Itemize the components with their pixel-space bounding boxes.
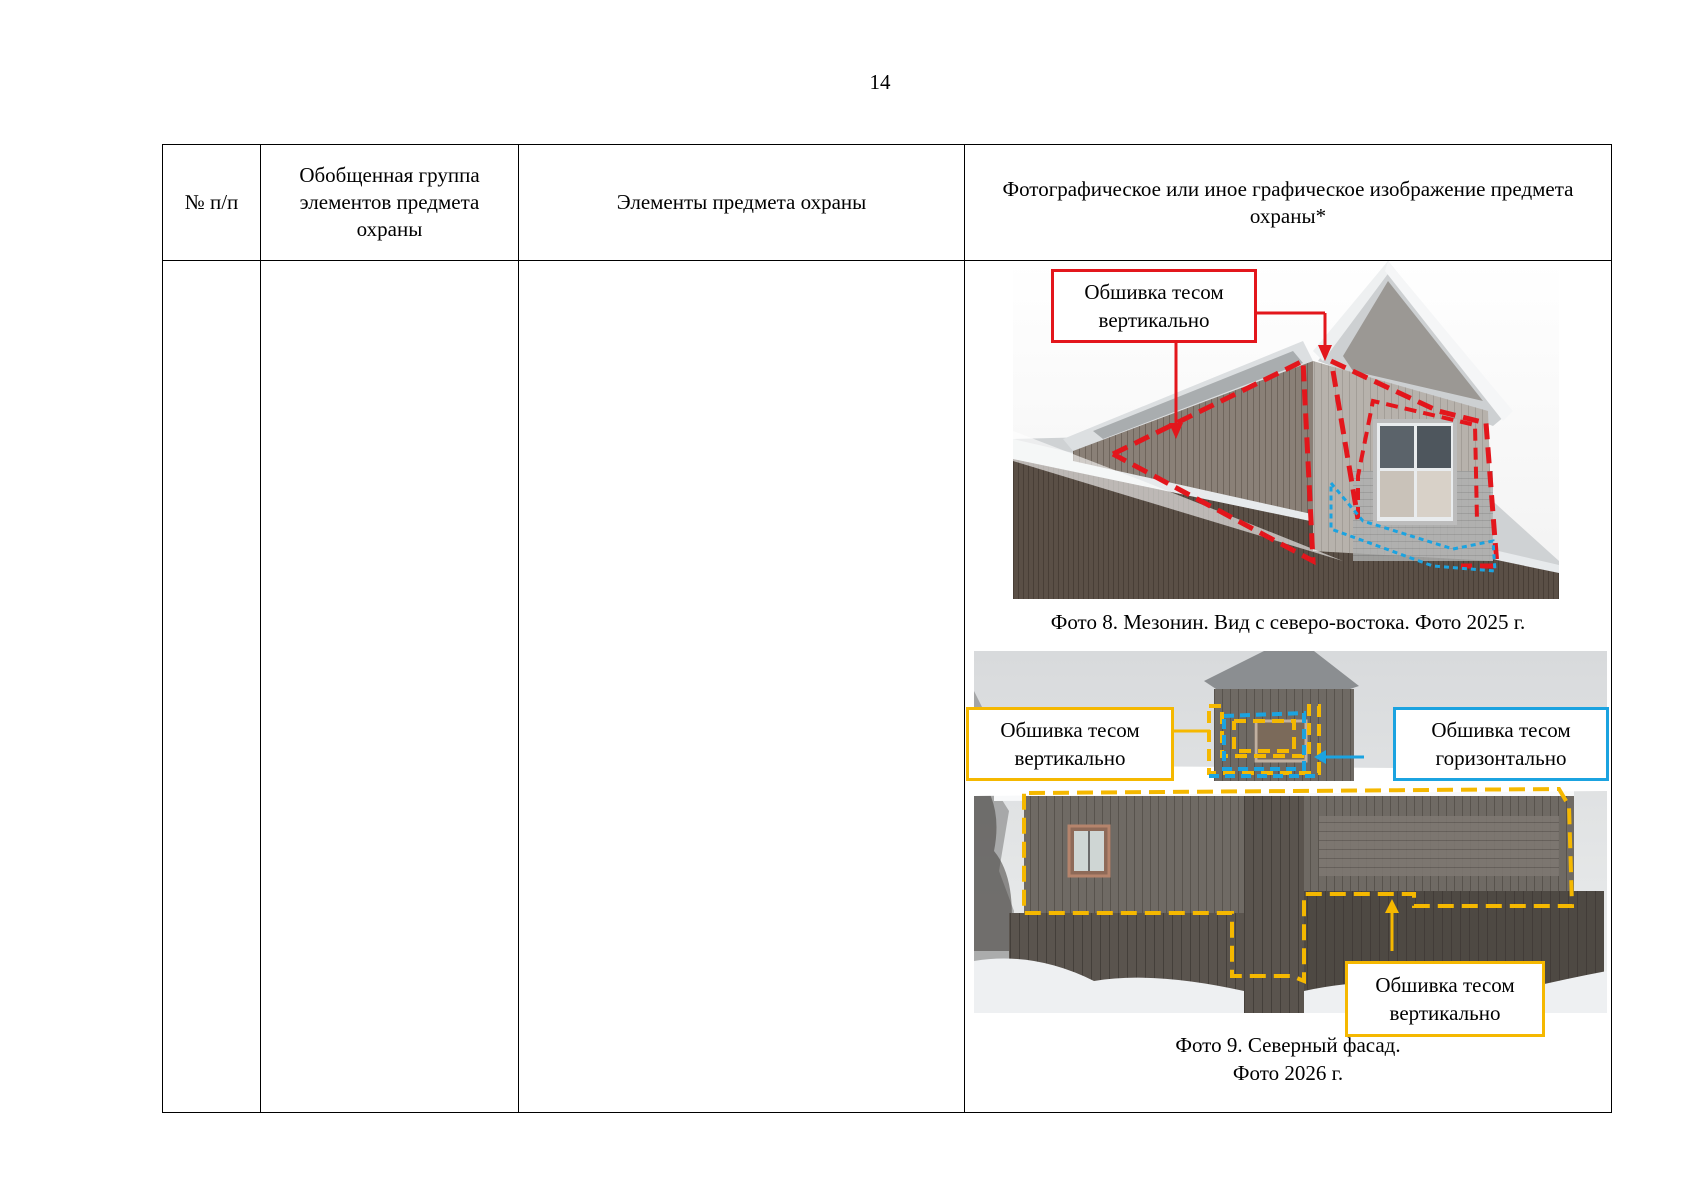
- label-vertical-cladding-red: Обшивка тесом вертикально: [1051, 269, 1257, 343]
- header-number: № п/п: [162, 144, 261, 261]
- header-elements: Элементы предмета охраны: [518, 144, 965, 261]
- label-line: Обшивка тесом: [1084, 280, 1224, 304]
- cell-group: [260, 260, 519, 1113]
- photo-8-mezzanine: [1013, 261, 1559, 599]
- photo-9-caption: Фото 9. Северный фасад. Фото 2026 г.: [963, 1031, 1613, 1087]
- label-line: вертикально: [1098, 308, 1210, 332]
- cell-number: [162, 260, 261, 1113]
- header-group: Обобщенная группа элементов предмета охр…: [260, 144, 519, 261]
- label-vertical-cladding-yellow-bottom: Обшивка тесом вертикально: [1345, 961, 1545, 1037]
- caption-line: Фото 9. Северный фасад.: [1175, 1033, 1401, 1057]
- label-horizontal-cladding-blue: Обшивка тесом горизонтально: [1393, 707, 1609, 781]
- table-row: Обшивка тесом вертикально Фото 8. Мезони…: [162, 260, 1613, 1113]
- label-line: Обшивка тесом: [1000, 718, 1140, 742]
- header-image: Фотографическое или иное графическое изо…: [964, 144, 1612, 261]
- photo-8-caption: Фото 8. Мезонин. Вид с северо-востока. Ф…: [1050, 610, 1526, 634]
- cell-photos: Обшивка тесом вертикально Фото 8. Мезони…: [963, 260, 1613, 1113]
- label-line: Обшивка тесом: [1375, 973, 1515, 997]
- cell-elements: [518, 260, 965, 1113]
- table-header-row: № п/п Обобщенная группа элементов предме…: [162, 144, 1612, 261]
- photo-9-north-facade: [974, 651, 1607, 1013]
- caption-line: Фото 2026 г.: [1232, 1061, 1344, 1085]
- label-line: вертикально: [1014, 746, 1126, 770]
- label-line: горизонтально: [1435, 746, 1567, 770]
- protection-table: № п/п Обобщенная группа элементов предме…: [162, 144, 1612, 1113]
- page-number: 14: [869, 70, 891, 94]
- label-line: вертикально: [1389, 1001, 1501, 1025]
- label-vertical-cladding-yellow-left: Обшивка тесом вертикально: [966, 707, 1174, 781]
- label-line: Обшивка тесом: [1431, 718, 1571, 742]
